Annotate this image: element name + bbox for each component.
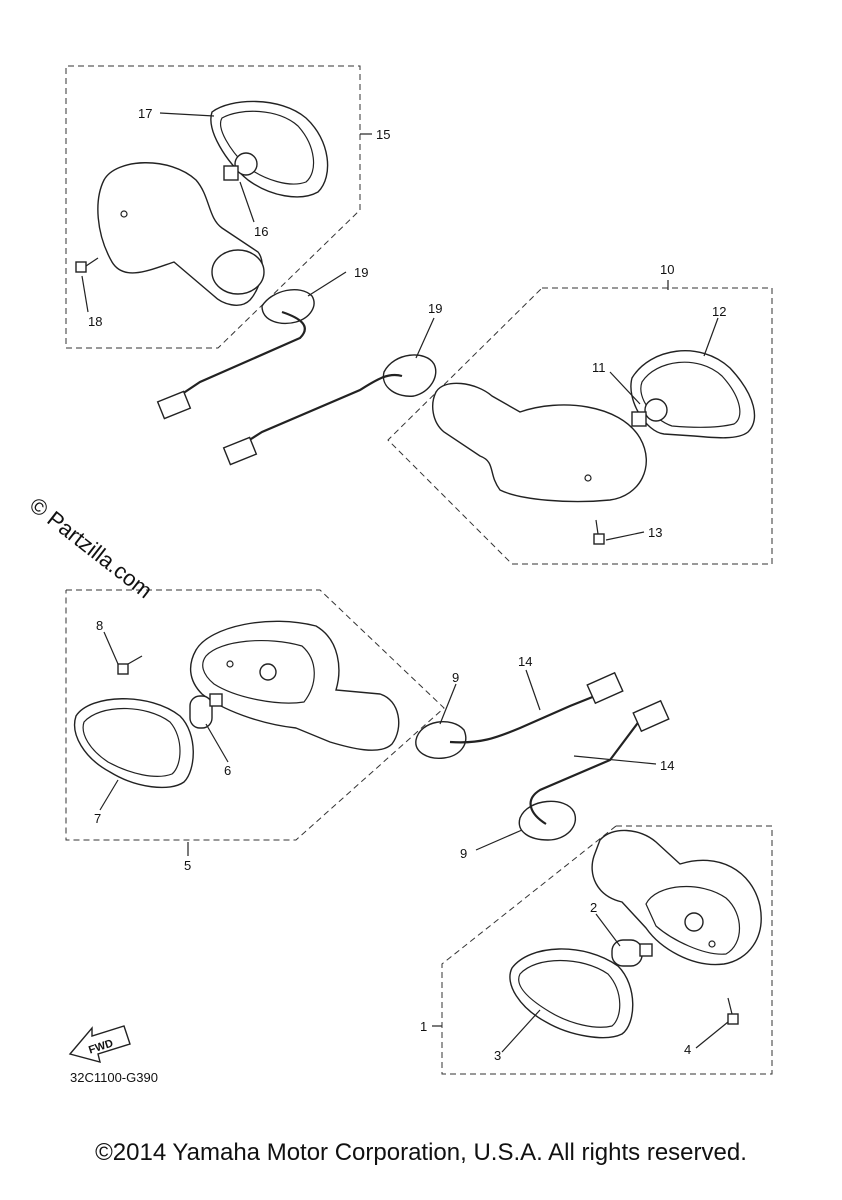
callout-11: 11: [592, 360, 606, 375]
callout-4: 4: [684, 1042, 691, 1057]
assembly-15: [65, 65, 361, 349]
callout-9a: 9: [452, 670, 459, 685]
housing-5: [189, 620, 400, 751]
lens-12: [630, 350, 756, 439]
leader-lines: [81, 112, 729, 1053]
callouts: 17 16 15 18 19 19 10 12 11 13 8 6 7 5 9 …: [88, 106, 726, 1063]
callout-1: 1: [420, 1019, 427, 1034]
callout-13: 13: [648, 525, 662, 540]
boundary-10: [387, 287, 773, 565]
lens-7: [74, 698, 194, 789]
callout-8: 8: [96, 618, 103, 633]
screw-18: [75, 257, 99, 273]
housing-10: [432, 382, 647, 503]
lens-17: [210, 100, 329, 198]
bulb-6: [189, 693, 223, 729]
callout-2: 2: [590, 900, 597, 915]
assembly-1: [441, 800, 773, 1075]
callout-3: 3: [494, 1048, 501, 1063]
callout-7: 7: [94, 811, 101, 826]
screw-13: [593, 519, 605, 545]
callout-10: 10: [660, 262, 674, 277]
callout-19a: 19: [354, 265, 368, 280]
lower-wiring: [449, 671, 670, 825]
lens-3: [509, 948, 634, 1039]
assembly-5: [65, 589, 467, 841]
upper-wiring: [156, 310, 403, 466]
boundary-1: [441, 825, 773, 1075]
grommet-9b: [518, 800, 577, 841]
grommet-9a: [415, 721, 467, 759]
connector-upper-left: [156, 390, 192, 420]
boundary-15: [65, 65, 361, 349]
bulb-11: [631, 398, 668, 427]
callout-17: 17: [138, 106, 152, 121]
bulb-16: [223, 152, 258, 181]
callout-5: 5: [184, 858, 191, 873]
connector-upper-right: [222, 436, 258, 466]
connector-lower-left: [586, 671, 624, 705]
callout-9b: 9: [460, 846, 467, 861]
housing-1: [591, 829, 762, 966]
callout-12: 12: [712, 304, 726, 319]
callout-18: 18: [88, 314, 102, 329]
diagram-code: 32C1100-G390: [70, 1070, 158, 1085]
screw-8: [117, 655, 143, 675]
bulb-2: [611, 939, 653, 967]
callout-6: 6: [224, 763, 231, 778]
callout-16: 16: [254, 224, 268, 239]
screw-4: [727, 997, 739, 1025]
assembly-10: [382, 287, 773, 565]
fwd-arrow-icon: FWD: [68, 1025, 131, 1063]
callout-15: 15: [376, 127, 390, 142]
boundary-5: [65, 589, 445, 841]
grommet-19a: [261, 289, 315, 325]
connector-lower-right: [632, 699, 670, 733]
callout-19b: 19: [428, 301, 442, 316]
grommet-19b: [382, 354, 437, 397]
callout-14b: 14: [660, 758, 674, 773]
callout-14a: 14: [518, 654, 532, 669]
copyright-footer: ©2014 Yamaha Motor Corporation, U.S.A. A…: [95, 1139, 747, 1166]
watermark: © Partzilla.com: [25, 492, 157, 603]
